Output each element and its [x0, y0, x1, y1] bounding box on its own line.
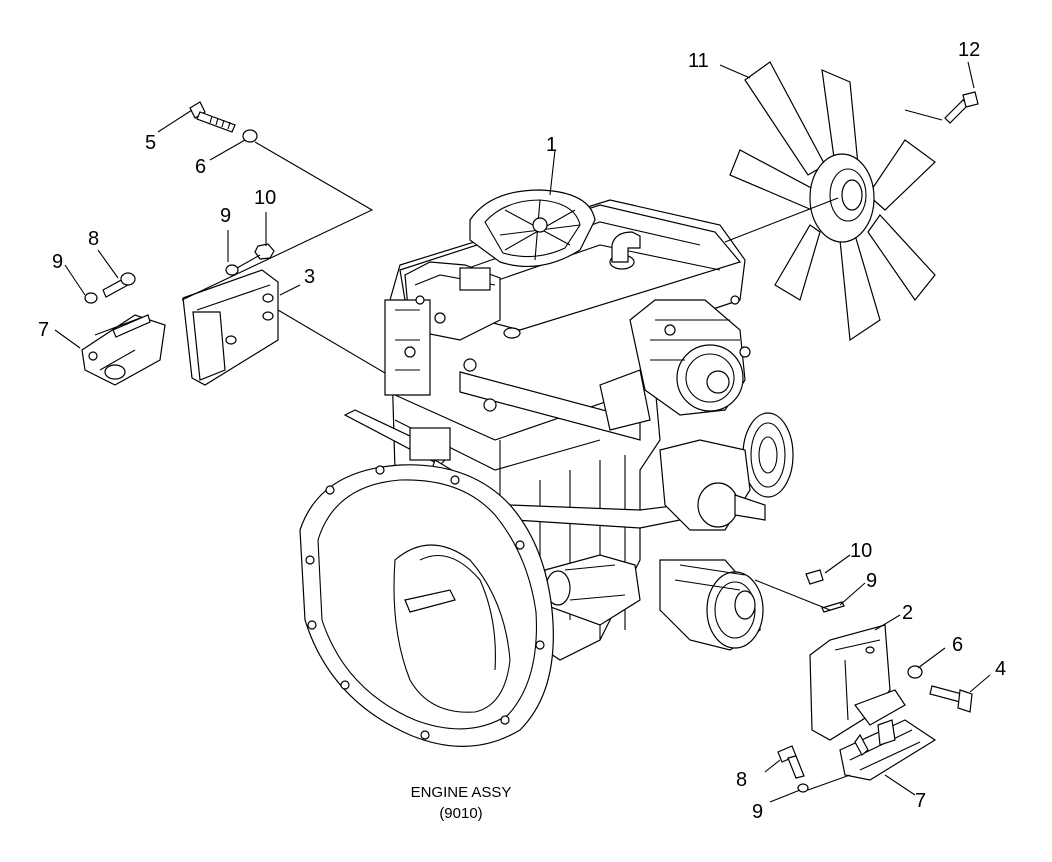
water-pump	[659, 439, 766, 531]
diagram-code: (9010)	[439, 805, 482, 822]
bolt-12	[944, 91, 979, 124]
oil-filter	[659, 559, 764, 651]
label-part-11: 11	[688, 50, 709, 72]
engine-bracket-right	[809, 624, 906, 741]
cooling-fan	[729, 61, 936, 342]
washer-9-left	[84, 292, 98, 304]
breather-cover	[469, 189, 596, 267]
label-part-9-upper: 9	[220, 205, 231, 227]
label-part-1: 1	[546, 134, 557, 156]
bolt-8-right	[777, 745, 805, 779]
label-part-12: 12	[958, 39, 980, 61]
engine-mount-left	[81, 314, 166, 386]
bolt-4	[929, 685, 973, 713]
label-part-8-left: 8	[88, 228, 99, 250]
label-part-7-left: 7	[38, 319, 49, 341]
diagram-title: ENGINE ASSY	[411, 784, 512, 801]
crank-pulley	[742, 412, 794, 498]
bolt-8-left	[102, 272, 136, 298]
label-part-2: 2	[902, 602, 913, 624]
label-part-9-left: 9	[52, 251, 63, 273]
engine-mount-right	[839, 719, 937, 781]
label-part-6-upper: 6	[195, 156, 206, 178]
flywheel-housing	[299, 464, 554, 747]
fuel-pump	[384, 261, 501, 396]
washer-9-upper	[225, 264, 239, 276]
alternator	[629, 295, 751, 416]
label-part-10-right: 10	[850, 540, 872, 562]
leader-lines	[54, 61, 991, 803]
label-part-6-right: 6	[952, 634, 963, 656]
label-part-3: 3	[304, 266, 315, 288]
washer-6-right	[907, 665, 923, 679]
label-part-10-upper: 10	[254, 187, 276, 209]
washer-9-lower	[797, 783, 809, 793]
label-part-9-right: 9	[866, 570, 877, 592]
label-part-4: 4	[995, 658, 1006, 680]
label-part-5: 5	[145, 132, 156, 154]
label-part-9-lower: 9	[752, 801, 763, 823]
label-part-8-right: 8	[736, 769, 747, 791]
washer-9-right	[821, 601, 845, 613]
bolt-5	[189, 101, 236, 133]
engine-bracket-left	[182, 269, 279, 386]
label-part-7-right: 7	[915, 790, 926, 812]
nut-10-right	[805, 569, 824, 585]
coolant-pipe	[343, 358, 681, 529]
washer-6-upper	[242, 129, 258, 143]
